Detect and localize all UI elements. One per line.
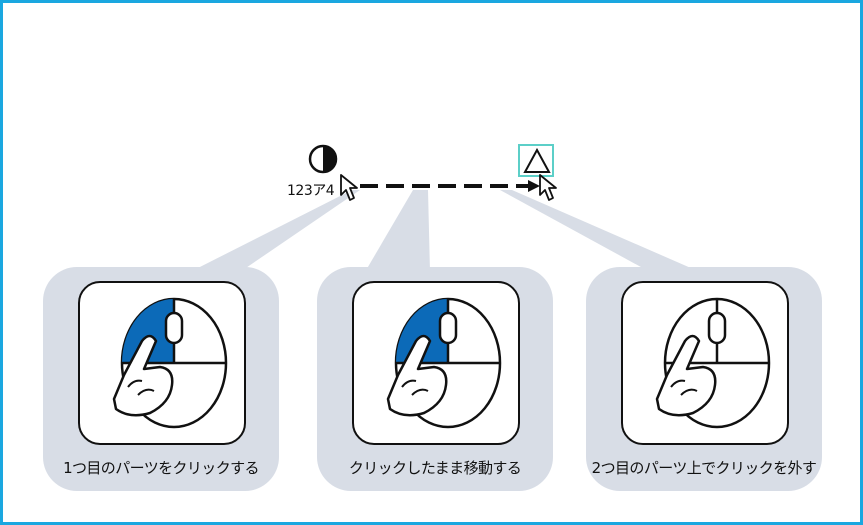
target-node[interactable] [518, 144, 554, 177]
step-card-1: 1つ目のパーツをクリックする [43, 267, 279, 491]
source-node-label: 123ア4 [287, 183, 335, 199]
half-filled-circle-icon[interactable] [307, 143, 339, 175]
triangle-icon [523, 148, 551, 173]
step-card-2: クリックしたまま移動する [317, 267, 553, 491]
mouse-pointer-icon [340, 174, 358, 201]
step-illustration-2 [352, 281, 520, 445]
mouse-release-icon [655, 297, 771, 429]
callout-wedge-1 [190, 190, 360, 272]
mouse-left-click-icon [112, 297, 228, 429]
mouse-left-click-icon [386, 297, 502, 429]
callout-wedge-3 [500, 190, 700, 272]
step-caption-2: クリックしたまま移動する [348, 459, 522, 477]
step-illustration-1 [78, 281, 246, 445]
step-caption-3: 2つ目のパーツ上でクリックを外す [591, 459, 817, 477]
callout-wedge-2 [365, 190, 430, 272]
arrow-head-icon [528, 180, 540, 192]
step-illustration-3 [621, 281, 789, 445]
step-card-3: 2つ目のパーツ上でクリックを外す [586, 267, 822, 491]
step-caption-1: 1つ目のパーツをクリックする [63, 459, 259, 477]
mouse-pointer-icon [539, 174, 557, 201]
